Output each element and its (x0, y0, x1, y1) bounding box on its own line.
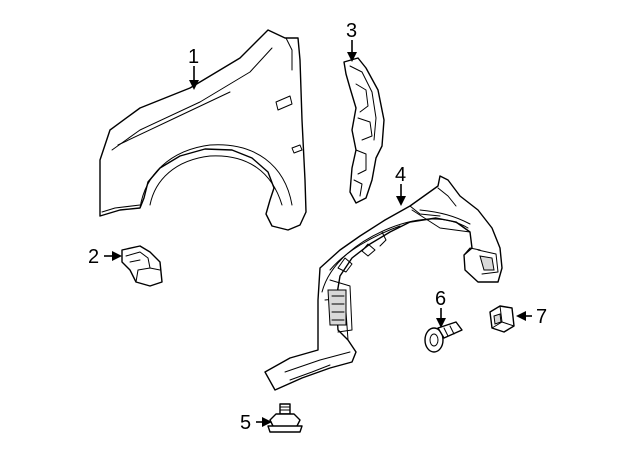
arrowhead-1 (189, 80, 199, 90)
leader-lines (104, 40, 532, 427)
callout-7: 7 (536, 306, 547, 328)
callout-4: 4 (395, 164, 406, 186)
bracket-part[interactable] (121, 245, 163, 287)
callout-labels: 1 2 3 4 5 6 7 (88, 20, 547, 434)
fender-liner-part[interactable] (264, 175, 503, 391)
fender-insulator-part[interactable] (343, 57, 385, 204)
clip-part[interactable] (424, 321, 463, 353)
arrowhead-4 (396, 196, 406, 206)
callout-2: 2 (88, 246, 99, 268)
callout-5: 5 (240, 412, 251, 434)
callout-1: 1 (188, 46, 199, 68)
callout-3: 3 (346, 20, 357, 42)
fender-part[interactable] (99, 29, 307, 231)
nut-part[interactable] (489, 305, 515, 333)
arrowhead-7 (516, 311, 526, 321)
bolt-part[interactable] (267, 403, 303, 433)
arrowhead-3 (347, 52, 357, 62)
arrowhead-6 (436, 318, 446, 328)
arrowhead-2 (112, 251, 122, 261)
arrowhead-5 (262, 417, 272, 427)
callout-6: 6 (435, 288, 446, 310)
